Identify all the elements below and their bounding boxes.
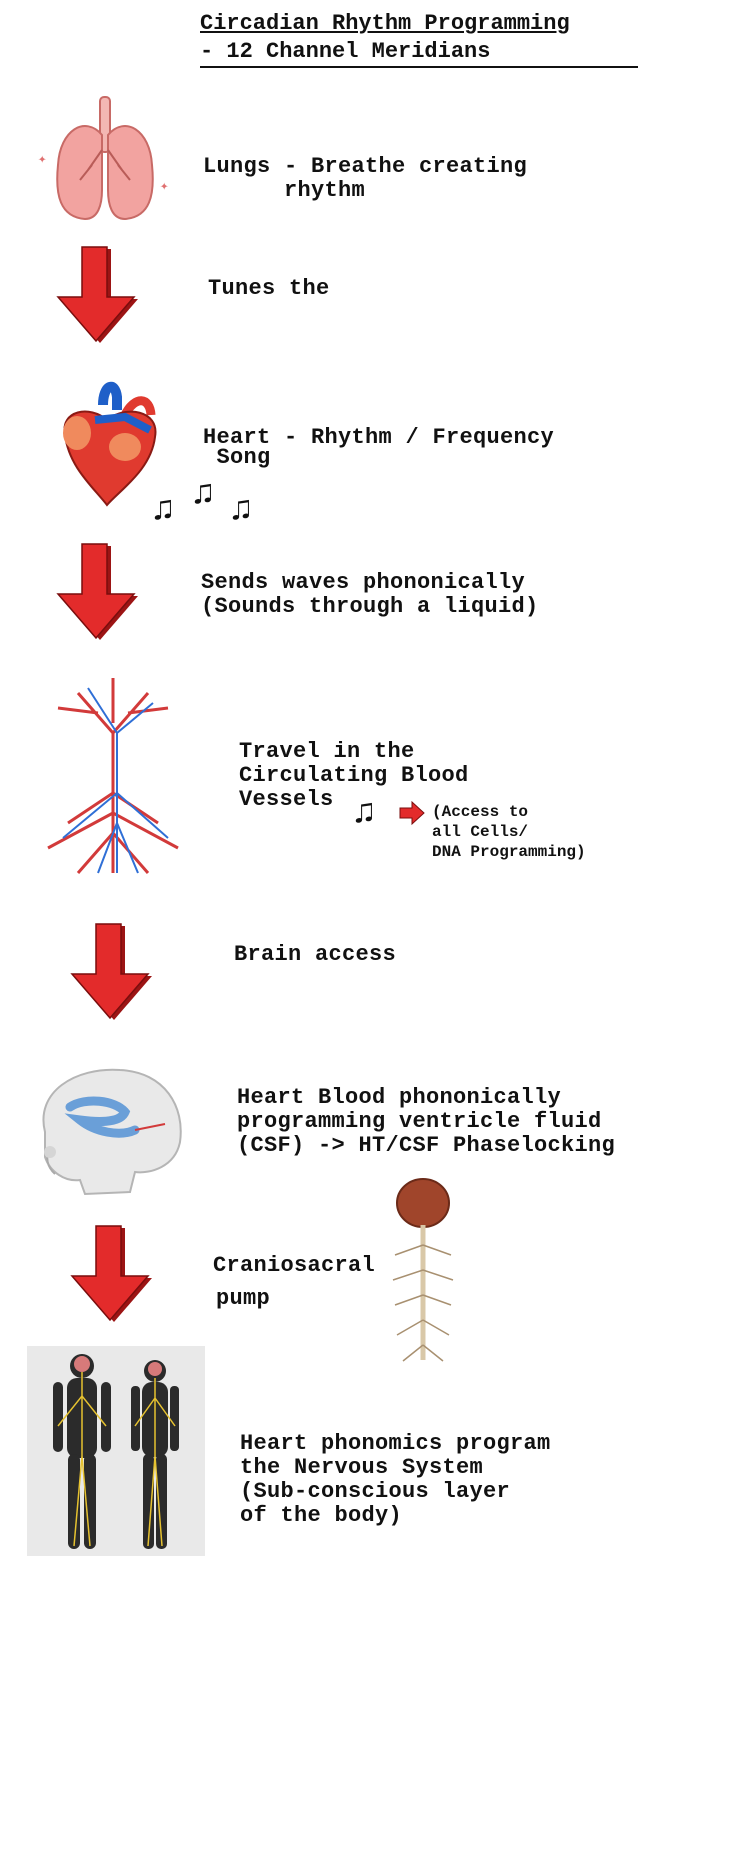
csf-label-2: programming ventricle fluid (237, 1109, 602, 1134)
svg-text:✦: ✦ (38, 152, 47, 168)
lungs-label-1: Lungs - Breathe creating (203, 154, 528, 179)
music-notes-icon: ♫ (231, 492, 252, 530)
music-notes-icon: ♫ (193, 476, 214, 514)
music-notes-icon: ♫ (153, 492, 174, 530)
csf-label-1: Heart Blood phononically (237, 1085, 562, 1110)
title-line-1: Circadian Rhythm Programming (200, 11, 570, 36)
access-note-2: all Cells/ (432, 823, 529, 841)
svg-text:✦: ✦ (160, 179, 169, 195)
nervous-system-icon (27, 1346, 205, 1556)
brain-access-label: Brain access (234, 942, 397, 967)
access-note-1: (Access to (432, 803, 529, 821)
nervous-label-2: the Nervous System (240, 1455, 484, 1480)
down-arrow-icon (66, 922, 156, 1022)
title-line-2: - 12 Channel Meridians (200, 38, 638, 68)
right-arrow-icon (398, 800, 426, 826)
pump-label-2: pump (216, 1286, 271, 1311)
nervous-label-3: (Sub-conscious layer (240, 1479, 511, 1504)
down-arrow-icon (52, 542, 142, 642)
csf-label-3: (CSF) -> HT/CSF Phaselocking (237, 1133, 616, 1158)
pump-label-1: Craniosacral (213, 1253, 376, 1278)
nervous-label-1: Heart phonomics program (240, 1431, 551, 1456)
vessels-label-3: Vessels (239, 787, 334, 812)
lungs-label-2: rhythm (203, 178, 366, 203)
nervous-label-4: of the body) (240, 1503, 403, 1528)
heart-label-2: Song (203, 445, 271, 470)
waves-label-1: Sends waves phononically (201, 570, 526, 595)
heart-icon (55, 375, 165, 510)
heart-label-1: Heart - Rhythm / Frequency (203, 425, 555, 450)
brain-skull-icon (25, 1062, 190, 1197)
down-arrow-icon (52, 245, 142, 345)
access-note-3: DNA Programming) (432, 843, 586, 861)
down-arrow-icon (66, 1224, 156, 1324)
spinal-cord-icon (383, 1175, 463, 1365)
music-notes-icon: ♫ (354, 795, 375, 833)
waves-label-2: (Sounds through a liquid) (201, 594, 539, 619)
tunes-label: Tunes the (208, 276, 330, 301)
vessels-label-2: Circulating Blood (239, 763, 469, 788)
page-title: Circadian Rhythm Programming - 12 Channe… (200, 10, 638, 68)
vessels-label-1: Travel in the (239, 739, 415, 764)
blood-vessels-icon (38, 673, 188, 878)
lungs-icon: ✦ ✦ (30, 95, 180, 225)
